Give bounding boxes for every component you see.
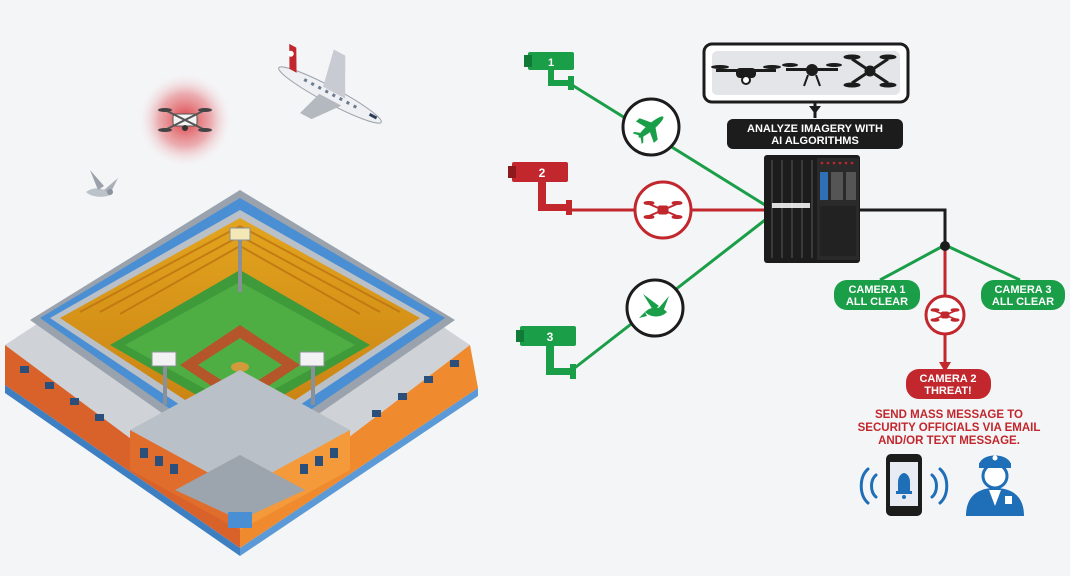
camera-2-result-badge: CAMERA 2 THREAT! xyxy=(906,369,991,399)
svg-text:AI ALGORITHMS: AI ALGORITHMS xyxy=(771,135,859,147)
camera-3-number: 3 xyxy=(547,330,554,344)
security-camera-icon xyxy=(528,52,574,70)
airplane-detection-badge xyxy=(621,97,681,157)
drone-icon xyxy=(930,308,960,322)
light-tower xyxy=(151,351,177,405)
security-officer-icon xyxy=(966,455,1024,516)
camera-1-number: 1 xyxy=(548,57,554,69)
drone-classification-panel xyxy=(702,42,910,104)
junction-node xyxy=(940,241,950,251)
drone-icon xyxy=(643,201,683,219)
light-tower xyxy=(229,227,251,292)
bird xyxy=(86,170,118,197)
camera-1-result-badge: CAMERA 1 ALL CLEAR xyxy=(834,280,920,310)
svg-text:THREAT!: THREAT! xyxy=(924,385,971,397)
svg-text:CAMERA 1: CAMERA 1 xyxy=(848,284,905,296)
drone-icon xyxy=(782,63,842,87)
security-camera-icon xyxy=(520,326,576,346)
camera-2-number: 2 xyxy=(539,166,546,180)
security-camera-1: 1 xyxy=(524,52,574,90)
svg-text:ANALYZE IMAGERY WITH: ANALYZE IMAGERY WITH xyxy=(747,123,883,135)
svg-text:SEND MASS MESSAGE TO: SEND MASS MESSAGE TO xyxy=(875,409,1023,421)
ai-server xyxy=(764,155,860,263)
svg-text:SECURITY OFFICIALS VIA EMAIL: SECURITY OFFICIALS VIA EMAIL xyxy=(858,422,1041,434)
svg-text:ALL CLEAR: ALL CLEAR xyxy=(992,296,1054,308)
analyze-label: ANALYZE IMAGERY WITH AI ALGORITHMS xyxy=(727,119,903,149)
result-3-line xyxy=(944,243,1021,282)
threat-drone-badge xyxy=(924,294,966,336)
drone-detection-badge xyxy=(633,180,693,240)
drone-icon xyxy=(843,54,897,88)
bird-detection-badge xyxy=(625,278,685,338)
bird-icon xyxy=(639,294,669,318)
result-1-line xyxy=(879,243,946,282)
security-camera-3: 3 xyxy=(516,326,576,379)
light-tower xyxy=(299,351,325,405)
airplane-icon xyxy=(632,116,664,144)
alert-message: SEND MASS MESSAGE TO SECURITY OFFICIALS … xyxy=(858,409,1041,447)
threat-drone xyxy=(137,72,233,168)
stadium-illustration xyxy=(5,190,478,556)
svg-text:CAMERA 2: CAMERA 2 xyxy=(919,373,976,385)
arrow-head xyxy=(809,106,821,114)
airplane xyxy=(278,43,382,124)
svg-text:ALL CLEAR: ALL CLEAR xyxy=(846,296,908,308)
drone-icon xyxy=(711,65,781,85)
smartphone-bell-icon xyxy=(859,454,949,516)
arrow-head xyxy=(939,362,951,372)
server-output-line xyxy=(860,208,947,245)
svg-text:AND/OR TEXT MESSAGE.: AND/OR TEXT MESSAGE. xyxy=(878,435,1020,447)
camera-3-result-badge: CAMERA 3 ALL CLEAR xyxy=(981,280,1065,310)
security-camera-icon xyxy=(512,162,568,182)
svg-text:CAMERA 3: CAMERA 3 xyxy=(994,284,1051,296)
security-camera-2: 2 xyxy=(508,162,572,215)
